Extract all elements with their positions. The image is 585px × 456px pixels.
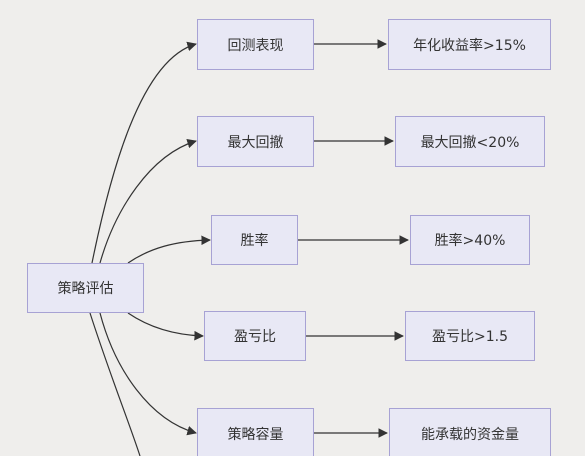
node-max-drawdown[interactable]: 最大回撤 (197, 116, 314, 167)
edge-root-to-profitloss (127, 312, 204, 341)
node-profit-loss-criterion[interactable]: 盈亏比>1.5 (405, 311, 535, 361)
node-profit-loss-ratio[interactable]: 盈亏比 (204, 311, 306, 361)
edge-root-offscreen (89, 312, 141, 456)
node-strategy-evaluation[interactable]: 策略评估 (27, 263, 144, 313)
edge-root-to-drawdown (99, 138, 197, 264)
node-win-rate[interactable]: 胜率 (211, 215, 298, 265)
node-win-rate-criterion[interactable]: 胜率>40% (410, 215, 530, 265)
node-strategy-capacity[interactable]: 策略容量 (197, 408, 314, 456)
node-max-drawdown-criterion[interactable]: 最大回撤<20% (395, 116, 545, 167)
node-backtest-performance[interactable]: 回测表现 (197, 19, 314, 70)
edge-root-to-backtest (91, 41, 197, 264)
edge-root-to-winrate (127, 235, 211, 264)
edge-root-to-capacity (99, 312, 197, 436)
node-annual-return-criterion[interactable]: 年化收益率>15% (388, 19, 551, 70)
node-capital-capacity-criterion[interactable]: 能承载的资金量 (389, 408, 551, 456)
